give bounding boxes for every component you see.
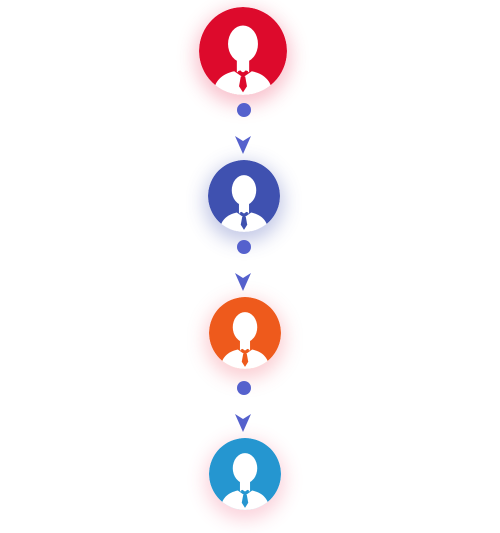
connector-dot-3 [237, 381, 251, 395]
person-node-1 [199, 7, 287, 95]
person-icon [209, 438, 281, 510]
down-arrow-2 [235, 273, 251, 291]
person-icon [208, 160, 280, 232]
connector-dot-2 [237, 240, 251, 254]
down-arrow-1 [235, 136, 251, 154]
chevron-down-arrow-icon [235, 273, 251, 291]
down-arrow-3 [235, 414, 251, 432]
person-node-4 [209, 438, 281, 510]
chevron-down-arrow-icon [235, 136, 251, 154]
chevron-down-arrow-icon [235, 414, 251, 432]
person-node-3 [209, 297, 281, 369]
person-node-2 [208, 160, 280, 232]
person-icon [209, 297, 281, 369]
person-icon [199, 7, 287, 95]
connector-dot-1 [237, 103, 251, 117]
